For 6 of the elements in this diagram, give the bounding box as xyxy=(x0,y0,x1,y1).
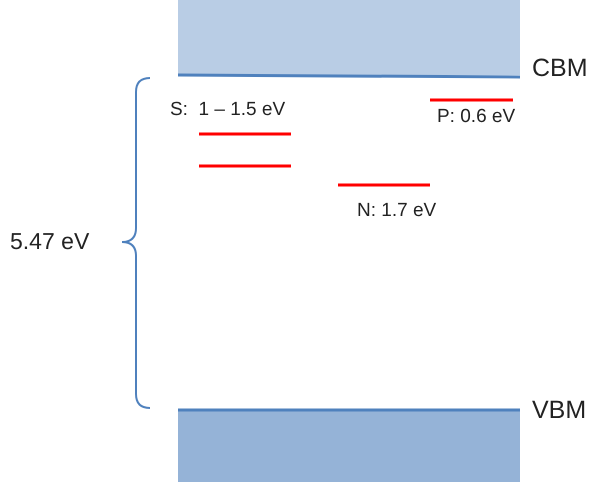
energy-label: P: 0.6 eV xyxy=(437,107,516,126)
gap-energy-label: 5.47 eV xyxy=(10,230,90,253)
band-edge-label: CBM xyxy=(532,56,588,81)
energy-label: S: 1 – 1.5 eV xyxy=(170,100,286,119)
energy-label: N: 1.7 eV xyxy=(357,201,436,220)
band-edge-label: VBM xyxy=(532,398,586,423)
